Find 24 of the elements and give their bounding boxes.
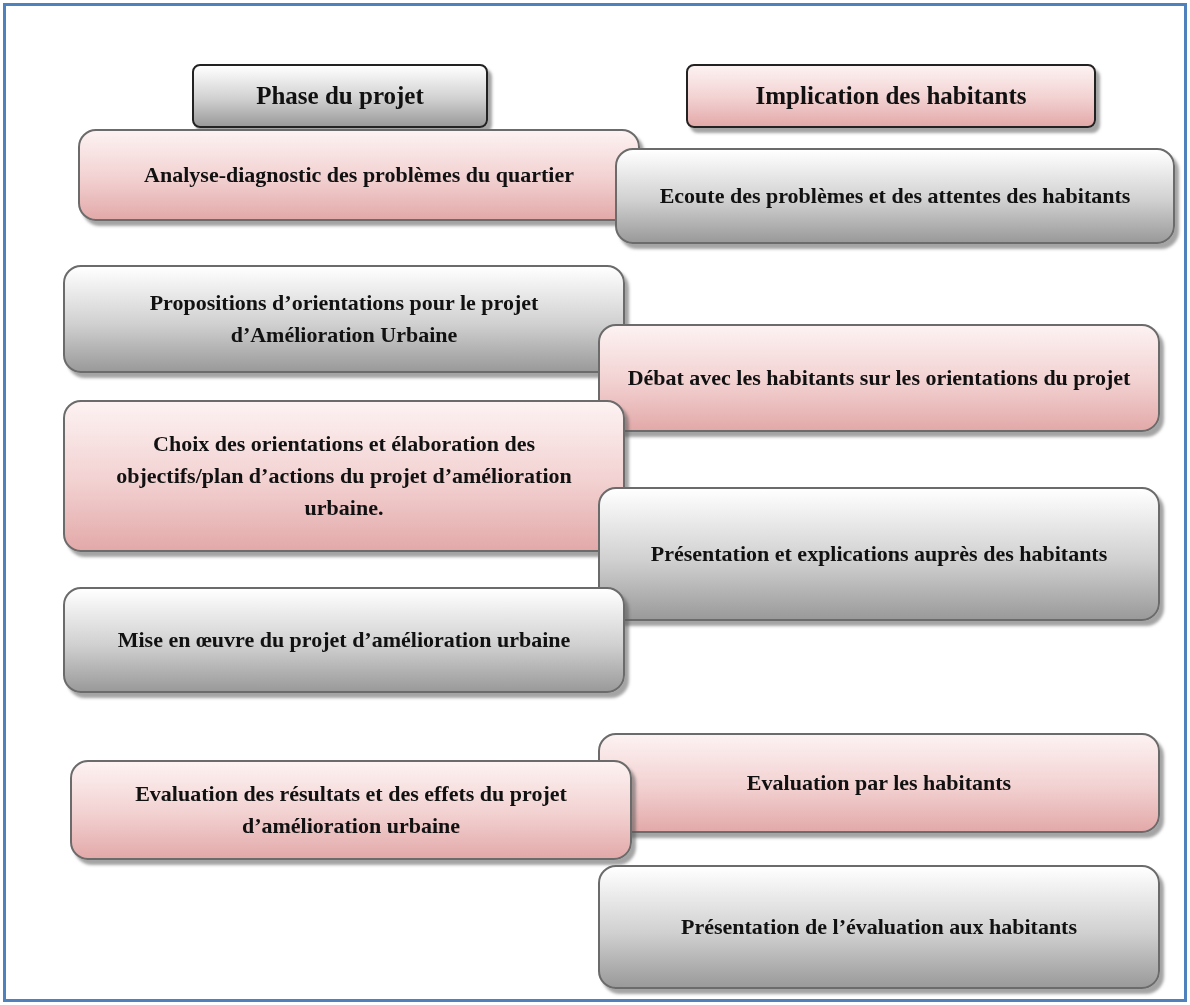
column-heading: Phase du projet [256, 80, 424, 111]
column-header-box [686, 64, 1096, 128]
step-box [615, 148, 1175, 244]
step-text: Analyse-diagnostic des problèmes du quartier [144, 161, 574, 190]
step-text: Propositions d’orientations pour le projet d’Amélioration Urbaine [148, 289, 540, 349]
step-text: Choix des orientations et élaboration des objectifs/plan d’actions du projet d’amélioration urbaine. [115, 430, 573, 522]
step-box [63, 265, 625, 373]
step-text: Présentation de l’évaluation aux habitants [681, 913, 1077, 942]
step-box [63, 400, 625, 552]
step-box [70, 760, 632, 860]
step-text: Evaluation des résultats et des effets du projet d’amélioration urbaine [134, 780, 568, 840]
step-box [598, 487, 1160, 621]
column-header-box [192, 64, 488, 128]
step-box [63, 587, 625, 693]
step-text: Evaluation par les habitants [746, 769, 1012, 798]
step-box [598, 733, 1160, 833]
step-box [598, 324, 1160, 432]
step-text: Mise en œuvre du projet d’amélioration urbaine [117, 626, 571, 655]
column-heading: Implication des habitants [755, 80, 1027, 111]
step-text: Ecoute des problèmes et des attentes des habitants [659, 182, 1131, 211]
step-box [598, 865, 1160, 989]
step-text: Débat avec les habitants sur les orientations du projet [627, 364, 1131, 393]
step-box [78, 129, 640, 221]
step-text: Présentation et explications auprès des habitants [650, 540, 1108, 569]
